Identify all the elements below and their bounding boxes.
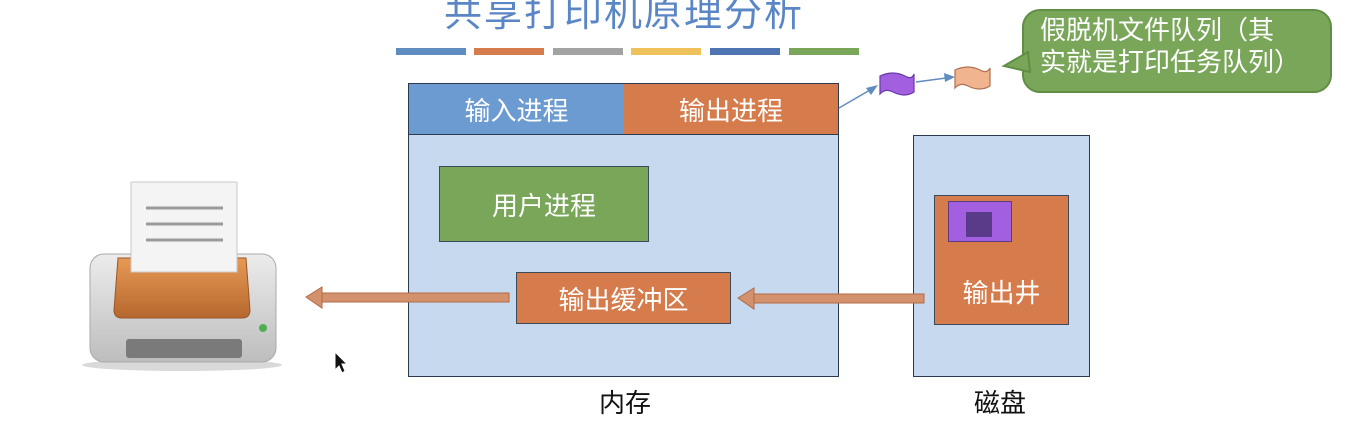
title-bar-3 bbox=[553, 48, 623, 55]
well-to-buffer-arrow bbox=[737, 287, 925, 310]
title-bar-2 bbox=[474, 48, 544, 55]
page-title: 共享打印机原理分析 bbox=[443, 0, 804, 35]
title-bar-5 bbox=[710, 48, 780, 55]
title-bar-4 bbox=[631, 48, 701, 55]
title-bar-6 bbox=[789, 48, 859, 55]
input-process-box: 输入进程 bbox=[409, 84, 624, 135]
title-bar-1 bbox=[396, 48, 466, 55]
spool-arrow-2 bbox=[915, 73, 955, 83]
queued-file-icon-inner bbox=[966, 212, 992, 237]
disk-label: 磁盘 bbox=[973, 389, 1026, 419]
user-process-box: 用户进程 bbox=[439, 166, 649, 242]
spool-queue-callout: 假脱机文件队列（其 实就是打印任务队列） bbox=[1022, 9, 1332, 93]
buffer-to-printer-arrow bbox=[305, 286, 510, 309]
printer-icon bbox=[82, 181, 282, 371]
mouse-cursor-icon bbox=[334, 350, 349, 374]
memory-header-divider bbox=[409, 134, 838, 135]
memory-label: 内存 bbox=[598, 389, 651, 419]
output-process-box: 输出进程 bbox=[624, 84, 838, 135]
spool-file-peach-icon bbox=[954, 66, 991, 90]
output-buffer-box: 输出缓冲区 bbox=[516, 272, 731, 324]
callout-line-2: 实就是打印任务队列） bbox=[1040, 48, 1301, 78]
callout-pointer bbox=[1001, 50, 1032, 74]
spool-arrow-1 bbox=[838, 85, 878, 109]
callout-line-1: 假脱机文件队列（其 bbox=[1040, 16, 1275, 46]
spool-file-purple-icon bbox=[879, 72, 915, 96]
